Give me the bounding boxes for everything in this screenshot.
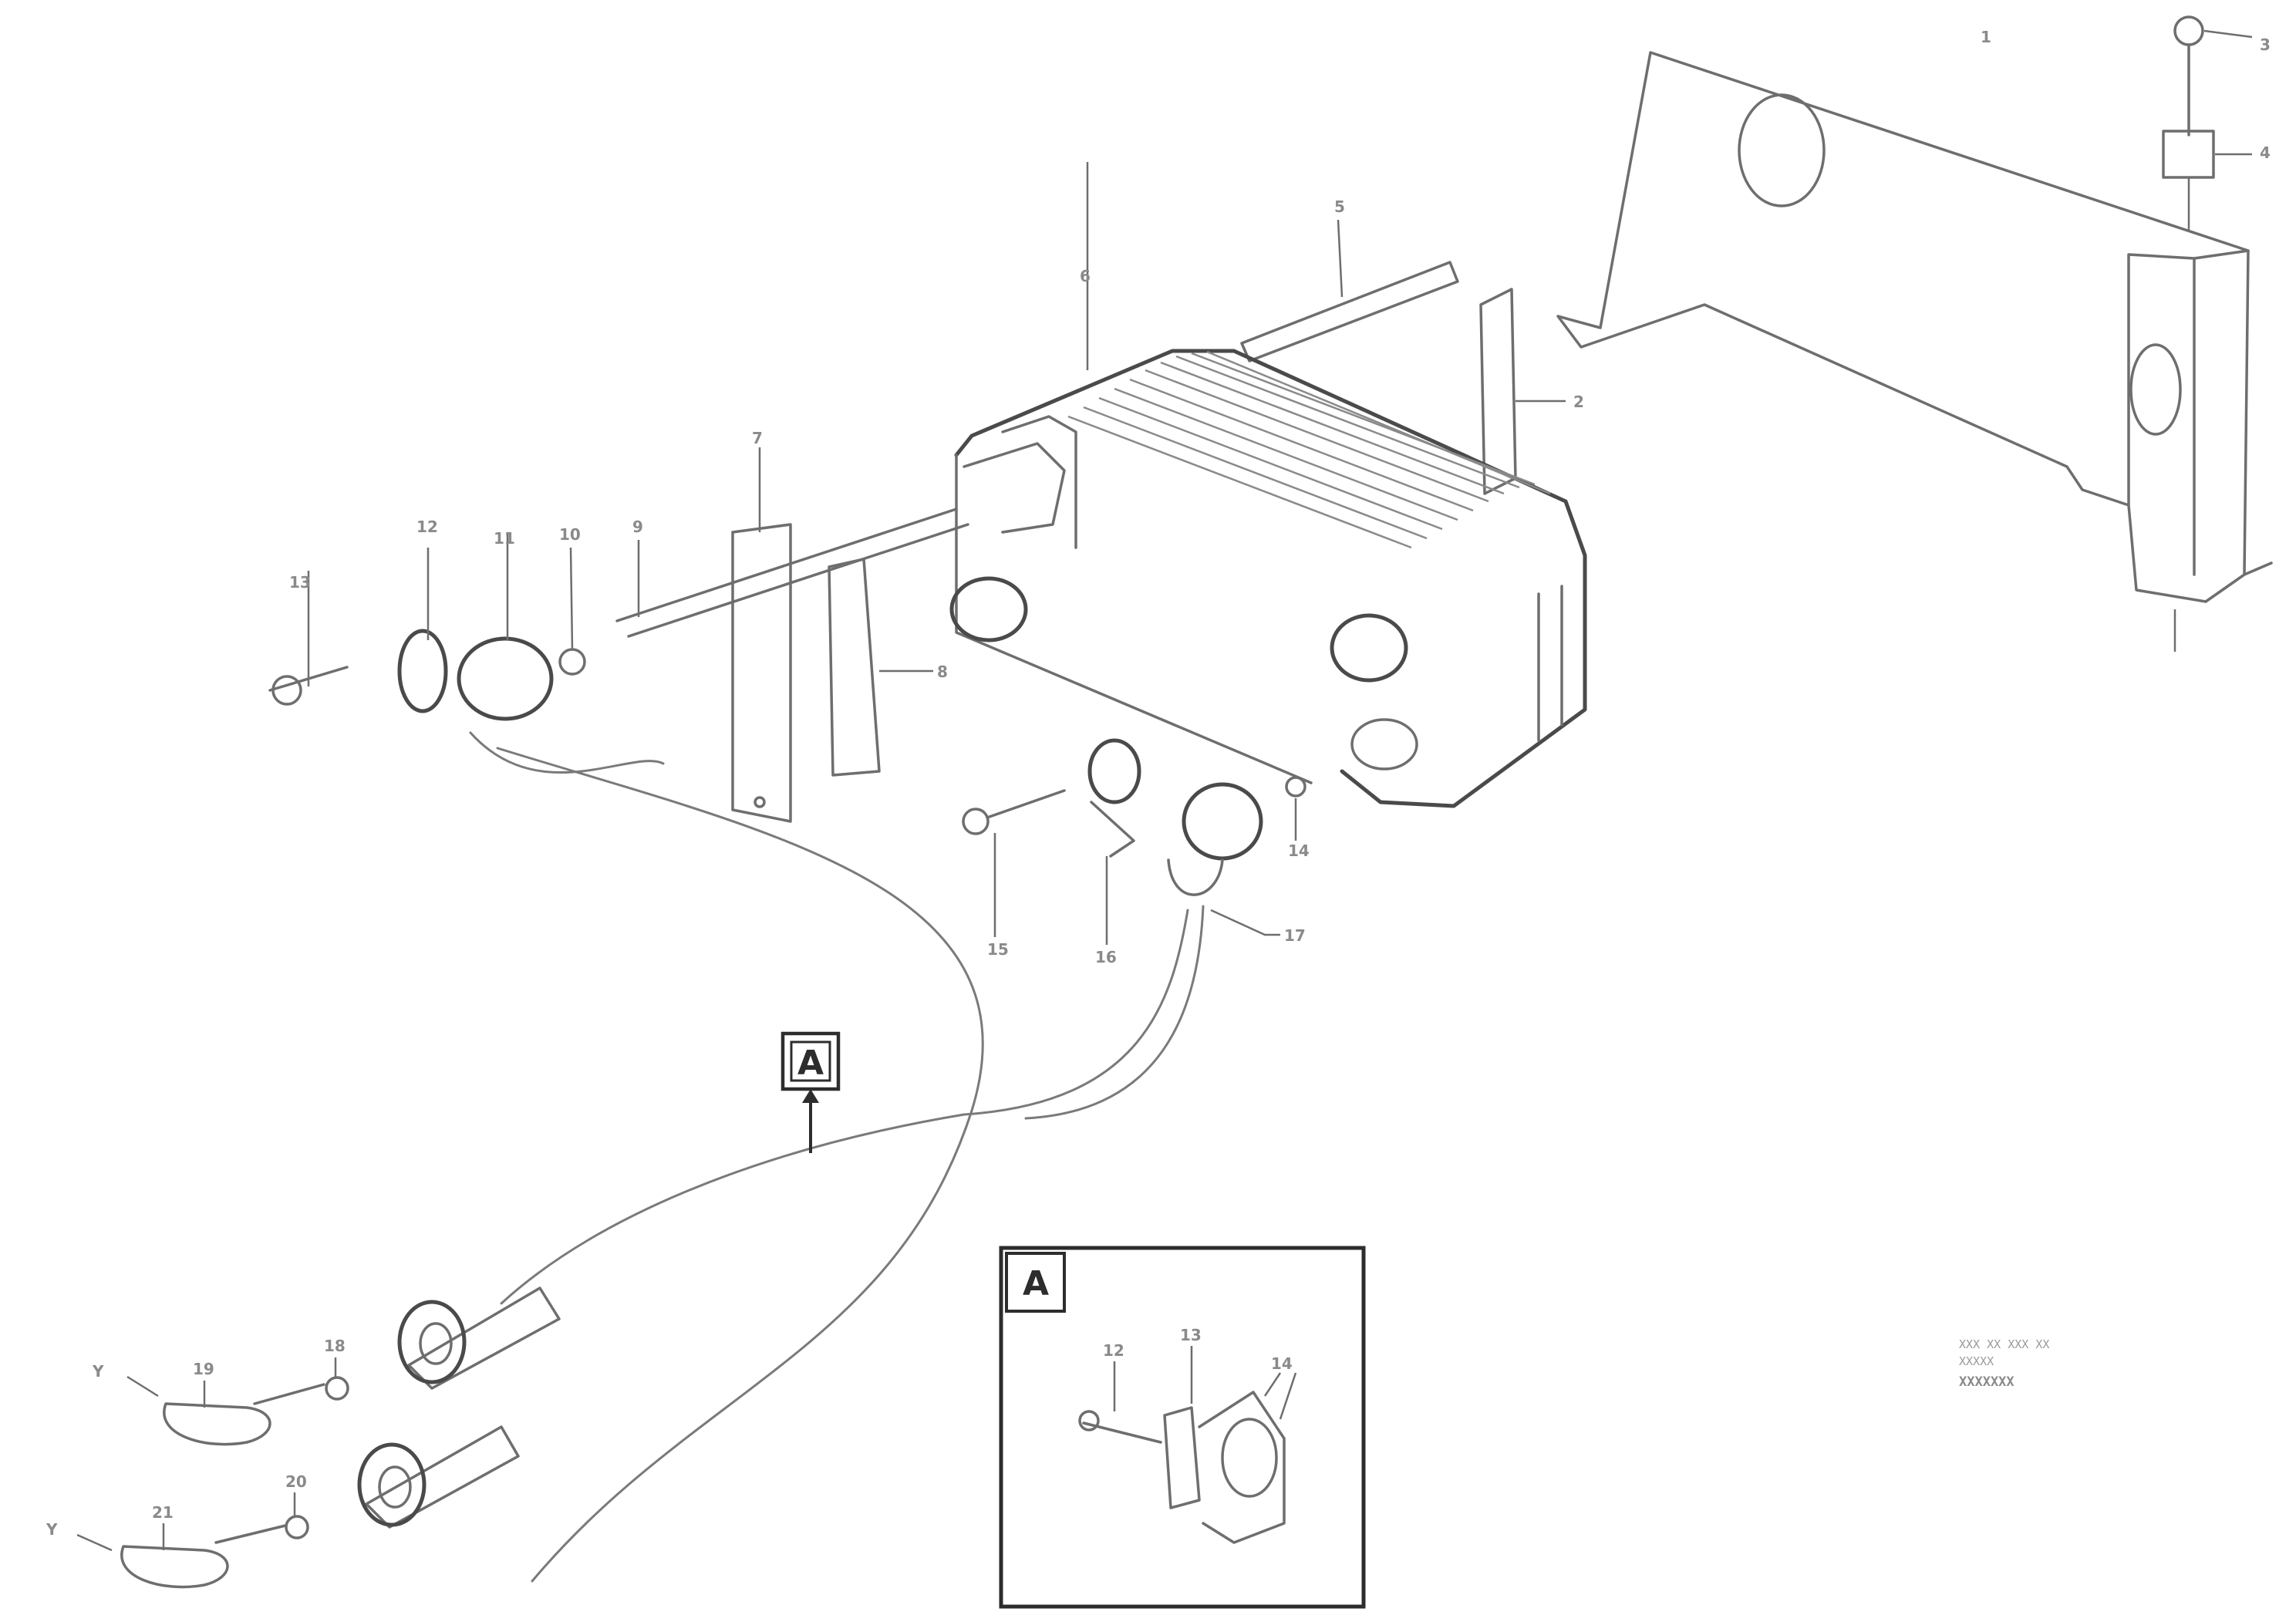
callout-15: 15 bbox=[987, 940, 1009, 959]
callout-5: 5 bbox=[1334, 197, 1345, 216]
reference-stamp: XXX XX XXX XX XXXXX XXXXXXX bbox=[1959, 1337, 2049, 1390]
callout-10: 10 bbox=[559, 525, 581, 544]
gasket-plate-right bbox=[1479, 288, 1566, 495]
svg-text:A: A bbox=[797, 1044, 824, 1083]
callout-21: 21 bbox=[152, 1503, 174, 1522]
detail-view-a: A bbox=[999, 1246, 1366, 1609]
lower-fittings bbox=[76, 1286, 561, 1589]
callout-y-top: Y bbox=[92, 1362, 104, 1381]
cooler-core bbox=[949, 162, 1587, 808]
svg-text:A: A bbox=[1023, 1264, 1049, 1303]
callout-17: 17 bbox=[1284, 926, 1306, 945]
callout-y-bottom: Y bbox=[46, 1520, 58, 1539]
callout-24: 14 bbox=[1271, 1354, 1293, 1373]
bolt-and-washer bbox=[2162, 15, 2253, 231]
callout-9: 9 bbox=[632, 518, 643, 536]
view-marker-a: A bbox=[781, 1031, 841, 1153]
callout-2: 2 bbox=[1573, 393, 1584, 411]
reference-line-1: XXX XX XXX XX bbox=[1959, 1337, 2049, 1351]
callout-18: 18 bbox=[324, 1337, 346, 1355]
left-fittings bbox=[268, 508, 969, 774]
callout-11: 11 bbox=[494, 529, 515, 548]
right-fittings bbox=[962, 738, 1306, 945]
reference-code: XXXXXXX bbox=[1959, 1374, 2014, 1390]
reference-line-2: XXXXX bbox=[1959, 1354, 1994, 1368]
front-plate bbox=[731, 447, 792, 823]
callout-8: 8 bbox=[937, 663, 948, 681]
mounting-bracket bbox=[1556, 51, 2273, 652]
callout-22: 12 bbox=[1103, 1341, 1124, 1360]
callout-7: 7 bbox=[752, 429, 763, 447]
cooler-fins bbox=[1067, 350, 1551, 549]
rod bbox=[1240, 219, 1459, 363]
callout-3: 3 bbox=[2260, 35, 2271, 54]
callout-4: 4 bbox=[2260, 143, 2271, 162]
callout-6: 6 bbox=[1080, 267, 1091, 285]
callout-20: 20 bbox=[285, 1472, 307, 1491]
hoses bbox=[496, 747, 1205, 1583]
callout-labels: 1 3 4 5 6 2 7 8 9 10 11 12 13 14 15 16 1… bbox=[46, 28, 2271, 1539]
callout-23: 13 bbox=[1180, 1326, 1202, 1344]
callout-14: 14 bbox=[1288, 841, 1310, 860]
callout-19: 19 bbox=[193, 1360, 214, 1378]
callout-13: 13 bbox=[289, 573, 311, 592]
callout-1: 1 bbox=[1981, 28, 1991, 46]
callout-12: 12 bbox=[416, 518, 438, 536]
callout-16: 16 bbox=[1095, 948, 1117, 966]
gasket-plate-left bbox=[828, 558, 933, 777]
